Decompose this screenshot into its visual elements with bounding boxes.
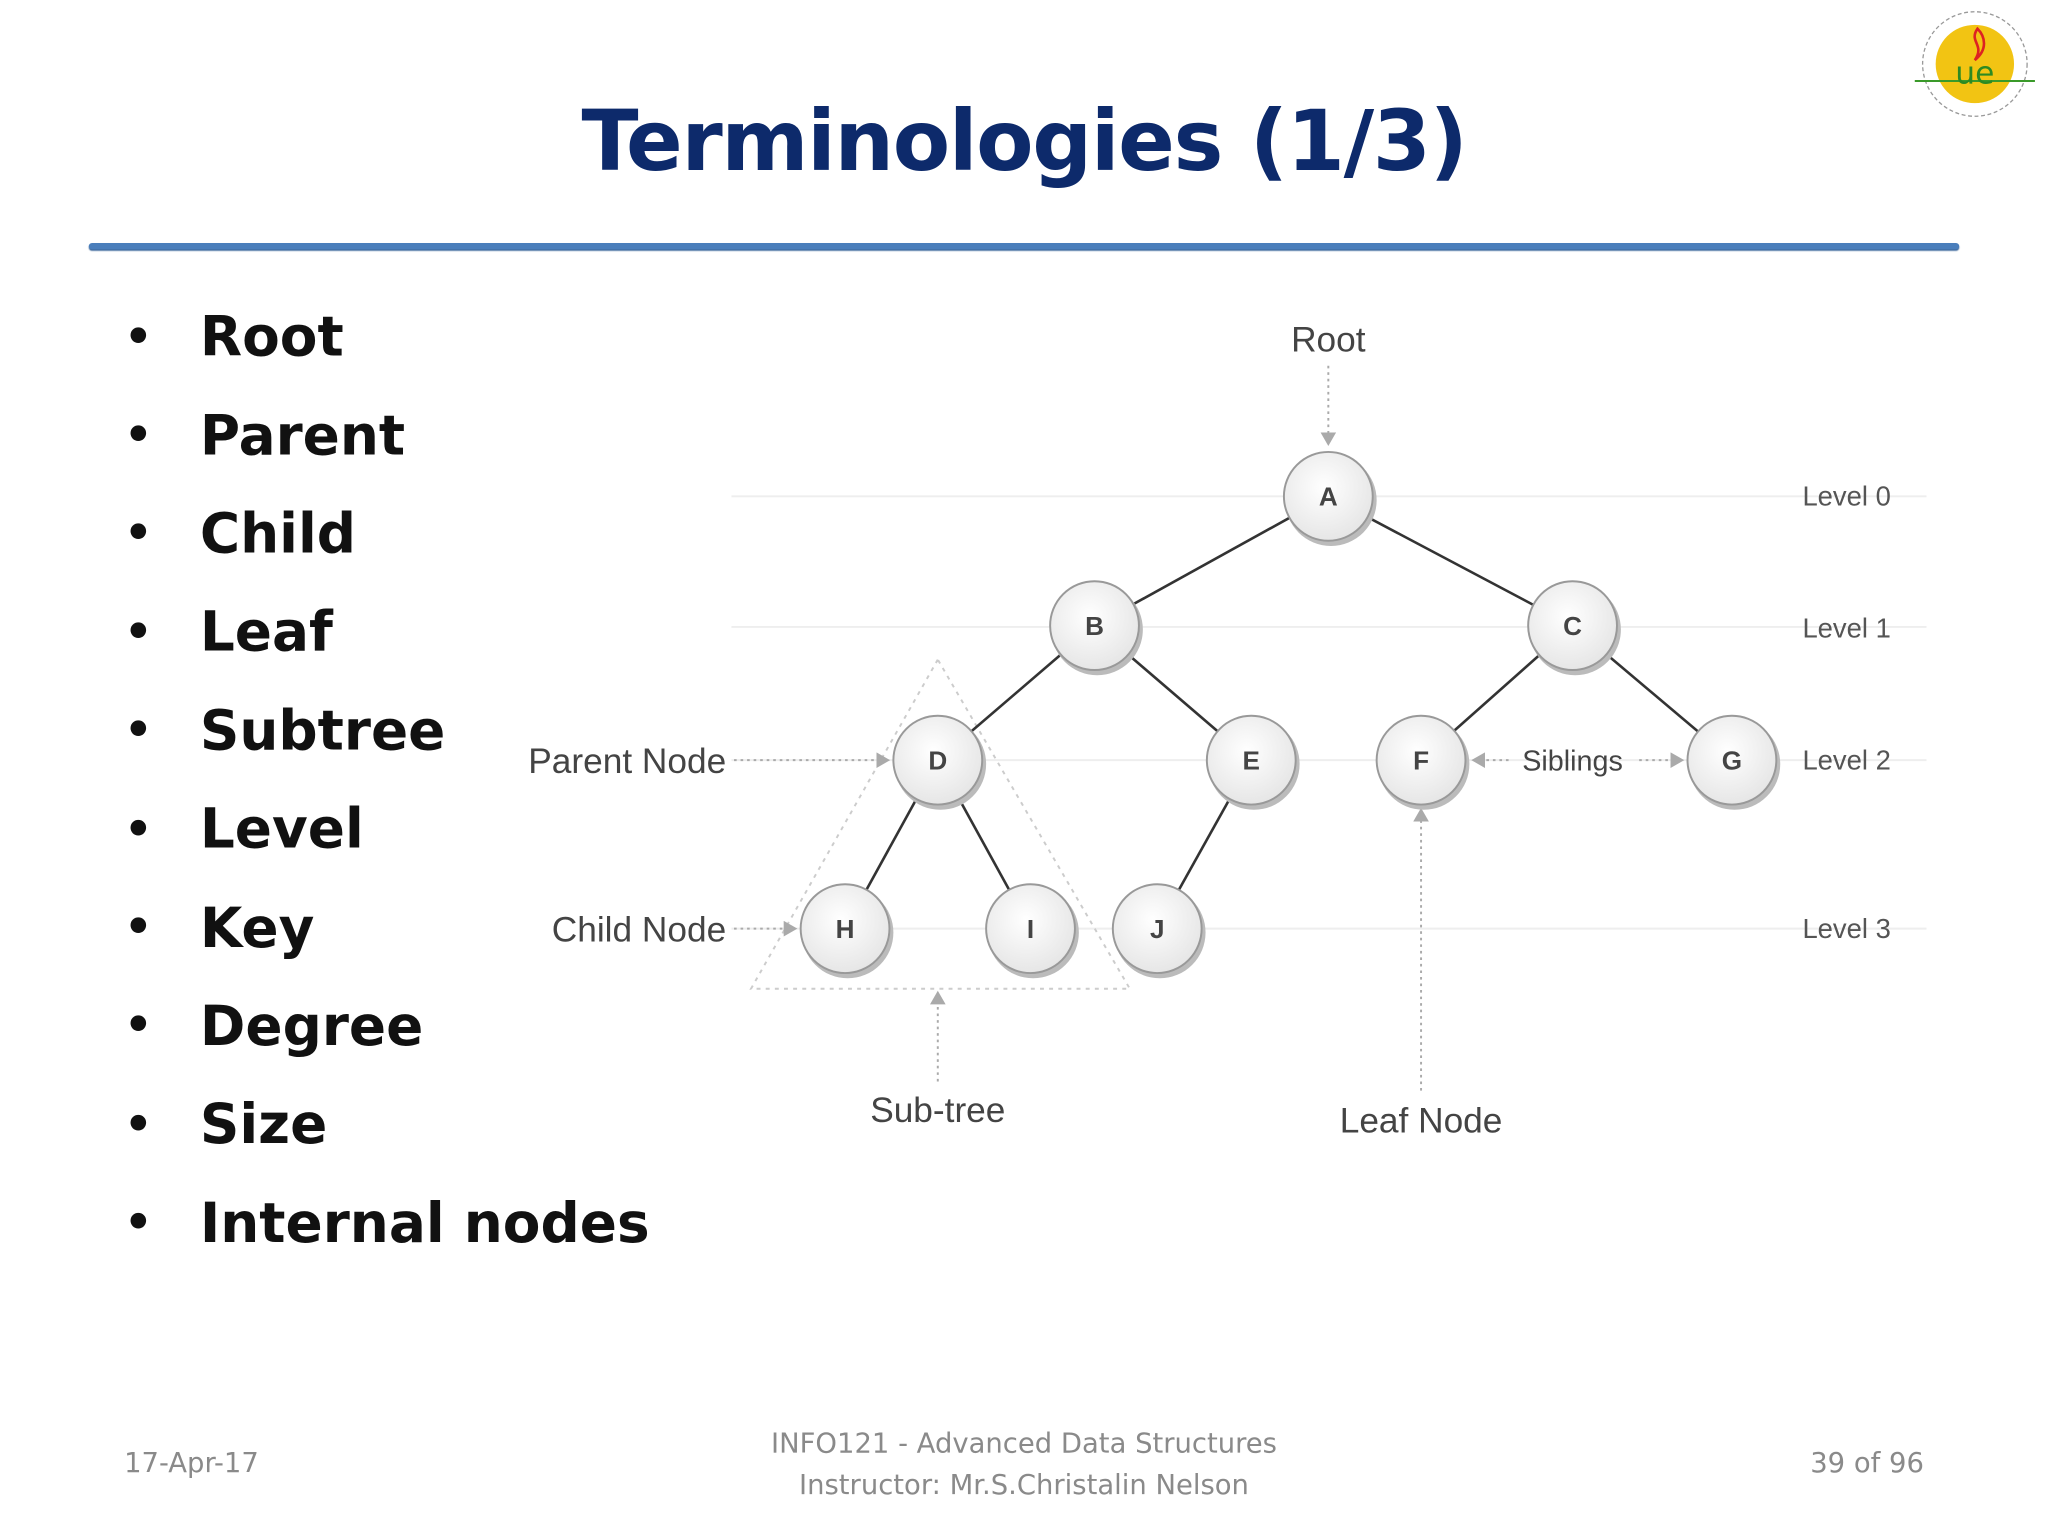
siblings-label: Siblings [1522,746,1623,778]
tree-node-a: A [1282,450,1377,546]
node-label: G [1722,745,1742,775]
node-label: B [1085,611,1104,641]
list-item: •Leaf [124,599,333,664]
svg-text:ue: ue [1955,56,1994,92]
list-item: •Parent [124,403,406,468]
parent-node-label: Parent Node [528,742,726,781]
root-label: Root [1291,320,1366,359]
list-item: •Child [124,501,357,566]
list-item: •Root [124,304,344,369]
list-item: •Level [124,796,364,861]
node-label: H [836,914,855,944]
tree-node-i: I [985,883,1079,979]
footer-course: INFO121 - Advanced Data Structures [771,1427,1277,1459]
node-label: A [1319,481,1338,511]
list-item: •Size [124,1092,328,1157]
list-item: •Key [124,895,315,960]
node-label: F [1413,745,1429,775]
footer-date: 17-Apr-17 [124,1447,259,1479]
footer-instructor: Instructor: Mr.S.Christalin Nelson [799,1469,1249,1501]
node-label: J [1150,914,1165,944]
page-number: 39 of 96 [1810,1447,1924,1479]
tree-node-g: G [1686,714,1781,810]
list-item: •Internal nodes [124,1190,650,1255]
node-label: I [1027,914,1034,944]
level-label: Level 1 [1802,612,1890,643]
tree-node-h: H [799,883,894,979]
slide-title: Terminologies (1/3) [581,94,1467,191]
subtree-triangle [749,657,1132,990]
list-item: •Degree [124,993,424,1058]
level-label: Level 3 [1802,913,1890,944]
list-item: •Subtree [124,698,446,763]
leaf-node-label: Leaf Node [1340,1101,1503,1140]
node-label: C [1563,611,1582,641]
tree-node-b: B [1049,580,1143,676]
child-node-label: Child Node [552,911,726,950]
terminology-list: •Root •Parent •Child •Leaf •Subtree •Lev… [124,287,650,1272]
tree-node-c: C [1527,580,1621,676]
tree-node-f: F [1375,714,1470,810]
tree-node-j: J [1111,883,1206,979]
tree-node-d: D [892,714,987,810]
university-logo: ue [1914,11,2035,117]
node-label: D [928,745,947,775]
level-label: Level 2 [1802,744,1890,775]
sub-tree-label: Sub-tree [870,1091,1005,1130]
level-label: Level 0 [1802,480,1890,511]
node-label: E [1243,745,1260,775]
title-divider [88,242,1960,250]
tree-node-e: E [1205,714,1300,810]
